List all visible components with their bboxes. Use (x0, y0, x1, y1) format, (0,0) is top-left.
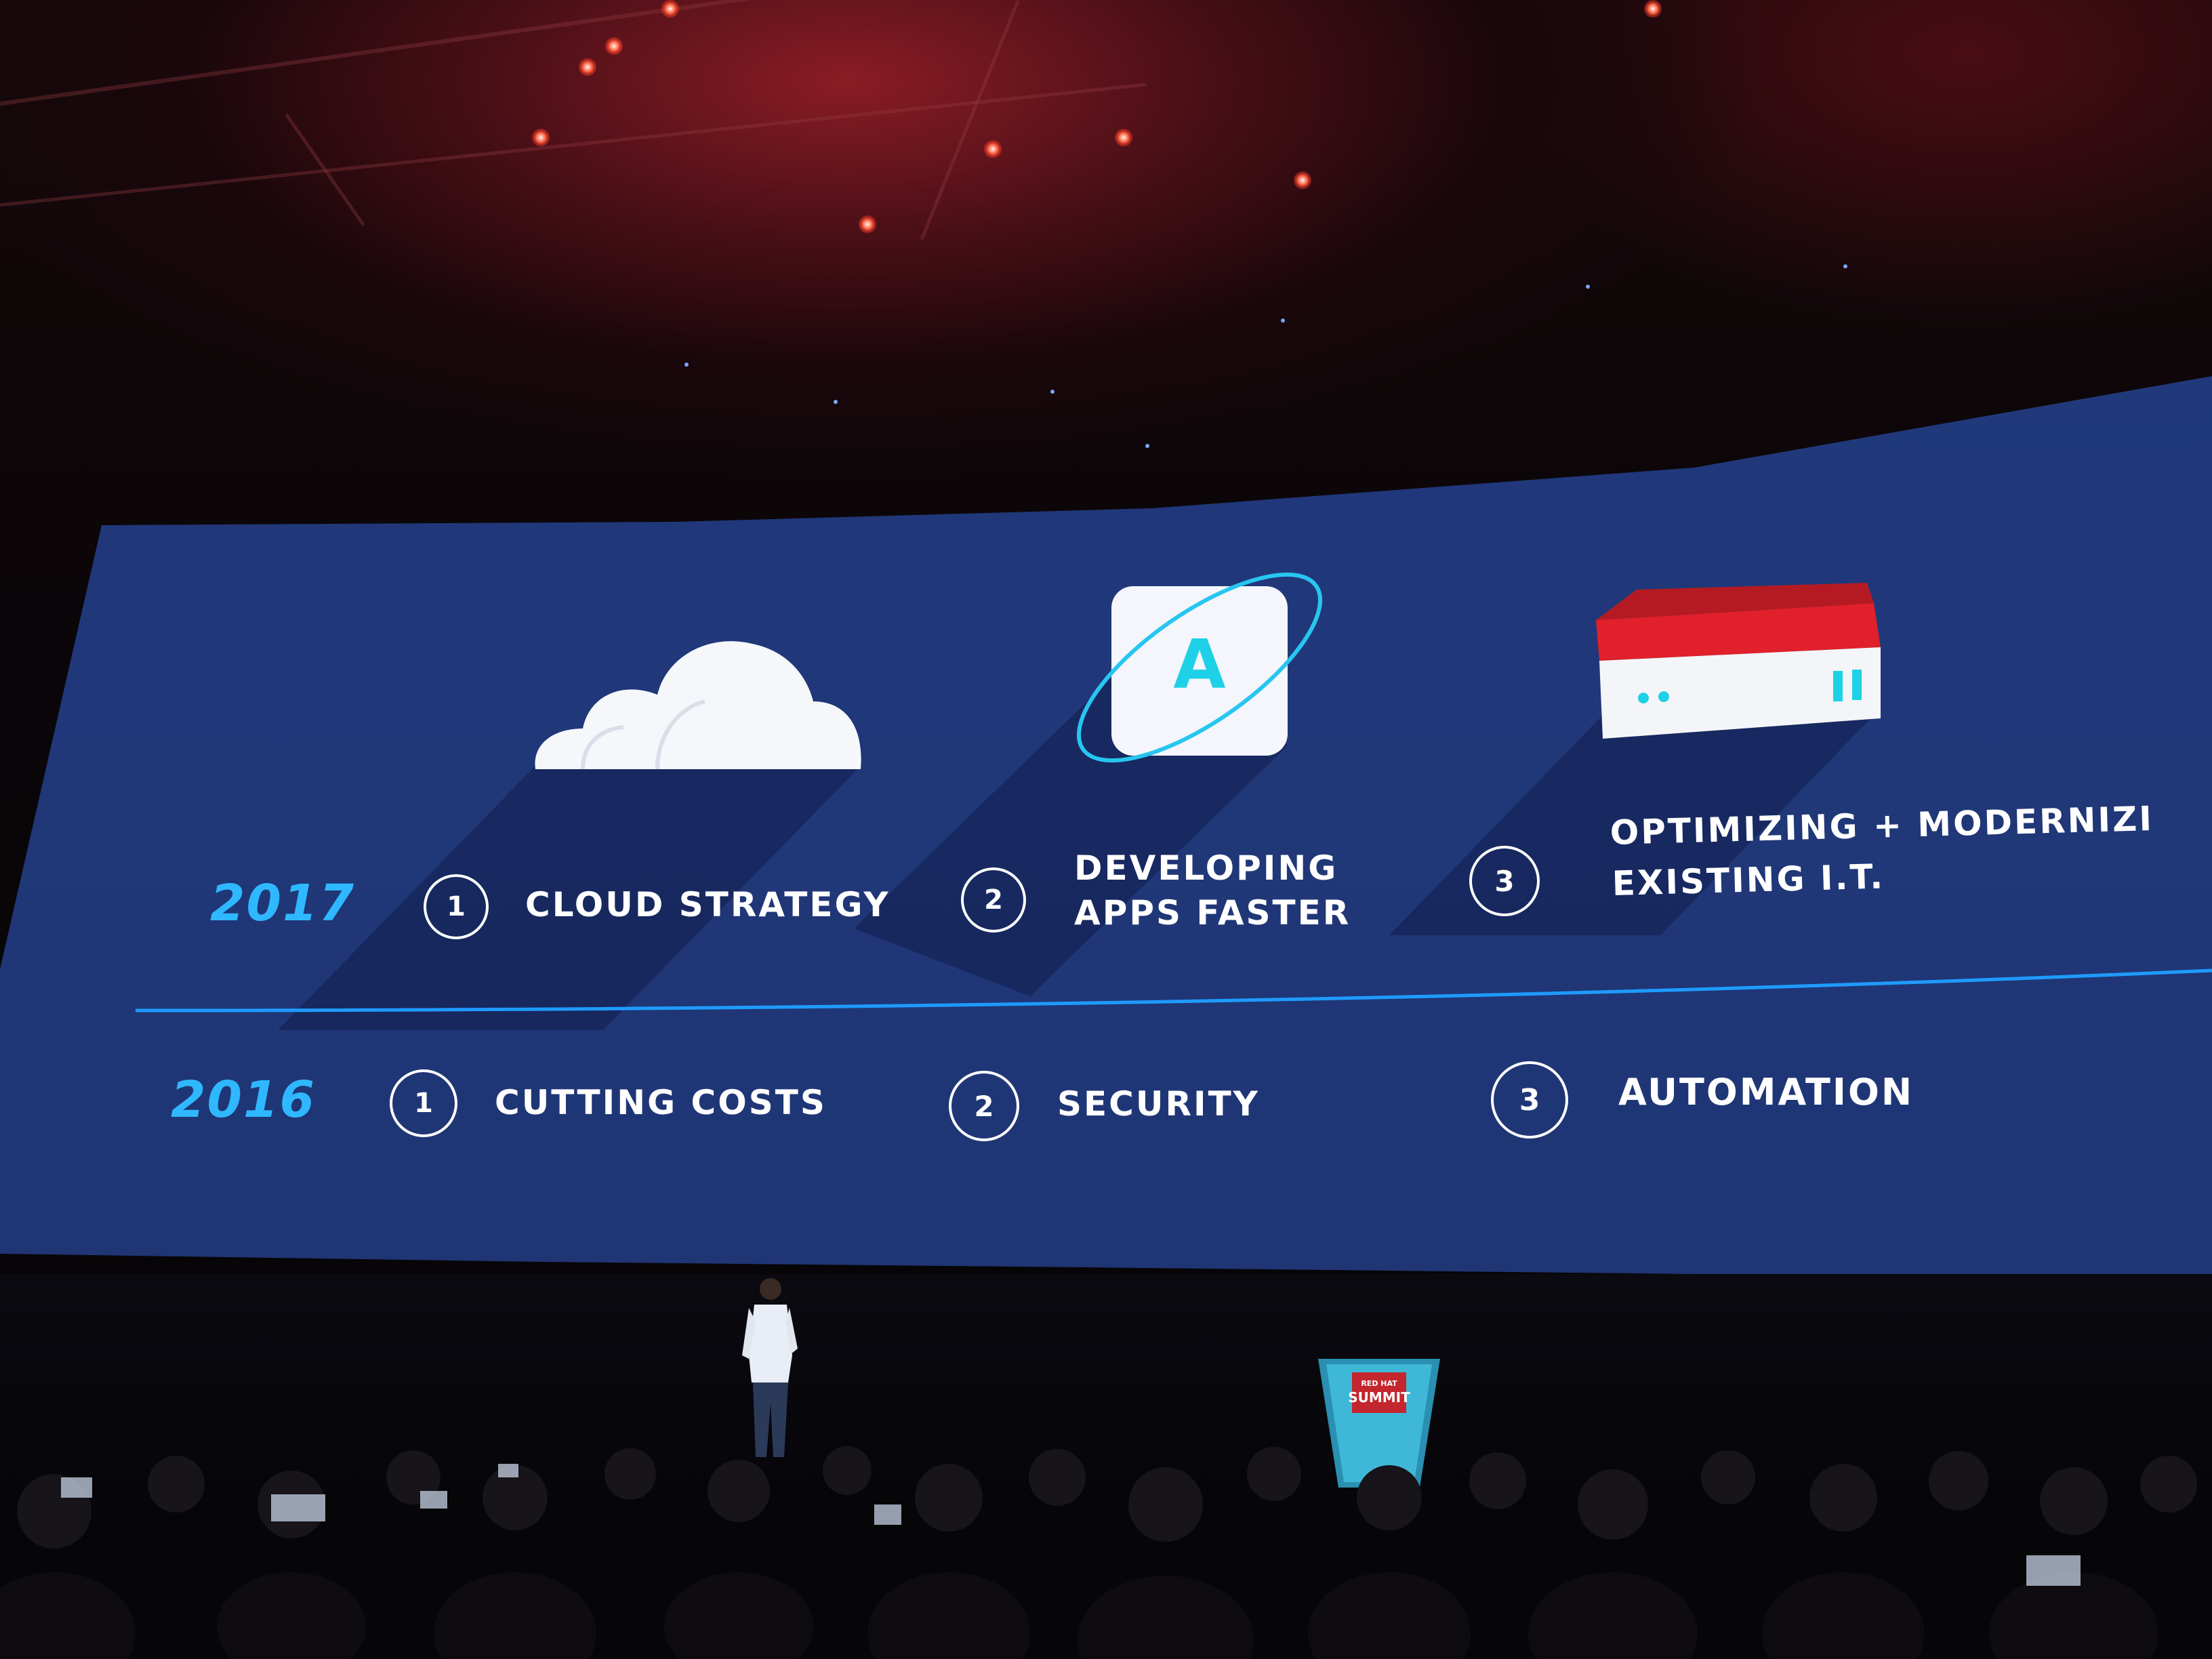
label-apps-faster: APPS FASTER (1074, 893, 1351, 933)
audience-silhouettes (0, 1446, 2212, 1659)
app-orbit-icon: A (1076, 572, 1323, 763)
label-automation: AUTOMATION (1618, 1071, 1914, 1113)
label-security: SECURITY (1057, 1084, 1260, 1124)
number-badge-3: 3 (1491, 1061, 1568, 1139)
row-divider-line (135, 968, 2212, 1012)
ceiling-light-dot (1281, 319, 1285, 323)
year-2016: 2016 (171, 1071, 316, 1129)
stage-light (579, 58, 596, 76)
label-cloud-strategy: CLOUD STRATEGY (525, 885, 890, 924)
podium-logo-line1: RED HAT (1361, 1379, 1397, 1388)
stage-light (984, 140, 1002, 158)
ceiling-light-dot (1145, 444, 1149, 448)
number-badge-3: 3 (1469, 846, 1540, 916)
ceiling-light-dot (1843, 264, 1847, 268)
cloud-icon (535, 641, 861, 770)
label-cutting-costs: CUTTING COSTS (495, 1083, 827, 1122)
ceiling-light-dot (834, 400, 838, 404)
stage-light (605, 37, 623, 55)
ceiling-light-dot (1050, 390, 1054, 394)
stage-light (532, 129, 550, 146)
server-icon (1596, 583, 1881, 739)
ceiling-light-dot (1586, 285, 1590, 289)
year-2017: 2017 (210, 874, 355, 933)
stage-light (1294, 171, 1311, 189)
podium-logo-line2: SUMMIT (1348, 1389, 1410, 1406)
stage-light (1115, 129, 1132, 146)
podium: RED HAT SUMMIT (1318, 1359, 1440, 1488)
presenter-silhouette (742, 1278, 798, 1457)
label-developing: DEVELOPING (1074, 848, 1338, 888)
ceiling-light-dot (684, 363, 689, 367)
stage-light (1644, 0, 1662, 18)
projection-screen: A 2017 1 CLOUD STRATEGY 2 DEVELOPING APP… (0, 376, 2212, 1288)
stage-light (859, 216, 876, 233)
app-icon-letter: A (1173, 625, 1225, 704)
number-badge-1: 1 (424, 874, 489, 939)
label-existing-it: EXISTING I.T. (1612, 857, 1885, 903)
number-badge-2: 2 (961, 867, 1026, 933)
number-badge-2: 2 (949, 1071, 1019, 1141)
number-badge-1: 1 (390, 1069, 457, 1137)
stage-light (661, 0, 679, 18)
